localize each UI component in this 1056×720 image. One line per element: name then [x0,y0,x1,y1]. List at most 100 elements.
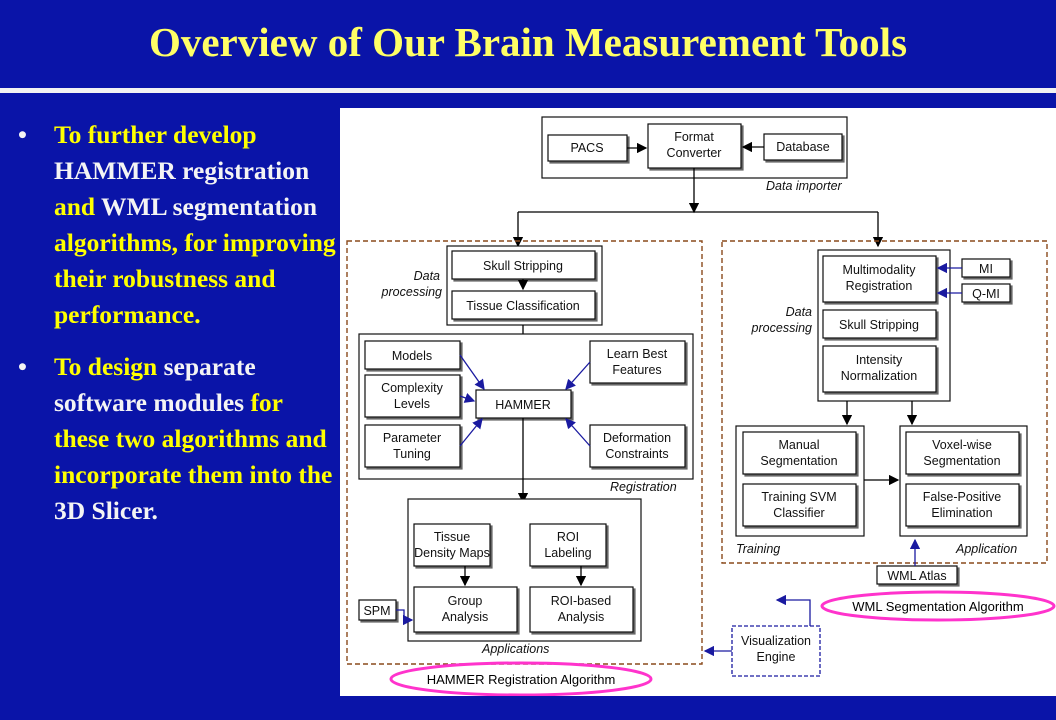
deformation-constraints-label-2: Constraints [605,447,668,461]
voxel-wise-segmentation-label-1: Voxel-wise [932,438,992,452]
roi-labeling-box [529,523,607,567]
false-positive-elimination-label-2: Elimination [931,506,992,520]
mi-label: MI [979,262,993,276]
parameter-tuning-box [364,424,461,468]
pacs-label: PACS [570,141,603,155]
wml-data-processing-label-2: processing [751,321,812,335]
tissue-density-maps-box [413,523,491,567]
arrow-spm-to-group [396,609,414,626]
parameter-tuning-label-1: Parameter [383,431,441,445]
bullet-text-segment: 3D Slicer. [54,496,158,525]
hammer-label: HAMMER [495,398,551,412]
training-label: Training [736,542,780,556]
wml-algorithm-label: WML Segmentation Algorithm [852,599,1023,614]
application-label: Application [955,542,1017,556]
architecture-diagram: PACS Format Converter Database Data impo… [340,108,1056,696]
tissue-classification-label: Tissue Classification [466,299,580,313]
bullet-text-segment: algorithms, for improving their robustne… [54,228,336,329]
arrow-models-to-hammer [459,354,485,391]
roi-based-analysis-label-2: Analysis [558,610,605,624]
manual-segmentation-label-1: Manual [779,438,820,452]
bullet-text-segment: To further develop [54,120,257,149]
bullet-text-segment: WML segmentation [101,192,318,221]
visualization-engine-label-2: Engine [757,650,796,664]
visualization-engine-box [731,625,821,677]
hammer-data-processing-label-1: Data [414,269,440,283]
wml-skull-stripping-box [822,309,937,339]
multimodality-registration-label-2: Registration [846,279,913,293]
intensity-normalization-label-2: Normalization [841,369,917,383]
arrow-vis-to-wml [775,594,811,626]
roi-labeling-label-2: Labeling [544,546,591,560]
manual-segmentation-label-2: Segmentation [760,454,837,468]
group-analysis-label-2: Analysis [442,610,489,624]
database-box [763,133,843,161]
training-svm-classifier-label-2: Classifier [773,506,824,520]
tissue-density-maps-label-1: Tissue [434,530,470,544]
learn-best-features-label-2: Features [612,363,661,377]
multimodality-registration-box [822,255,937,303]
bullet-item: To design separate software modules for … [18,349,336,529]
parameter-tuning-label-2: Tuning [393,447,431,461]
voxel-wise-segmentation-box [905,431,1020,475]
training-svm-classifier-box [742,483,857,527]
manual-segmentation-box [742,431,857,475]
wml-data-processing-label-1: Data [786,305,812,319]
arrow-complexity-to-hammer [459,393,476,403]
models-label: Models [392,349,432,363]
bullet-text-segment: separate software modules [54,352,256,417]
bullet-text-segment: and [54,192,102,221]
intensity-normalization-label-1: Intensity [856,353,903,367]
wml-panel [721,240,1048,564]
format-converter-label-2: Converter [667,146,722,160]
visualization-engine-label-1: Visualization [741,634,811,648]
wml-atlas-label: WML Atlas [887,569,946,583]
hammer-algorithm-highlight [389,661,653,696]
spm-label: SPM [363,604,390,618]
bullet-text-segment: To design [54,352,164,381]
registration-label: Registration [610,480,677,494]
intensity-normalization-box [822,345,937,393]
deformation-constraints-label-1: Deformation [603,431,671,445]
bullet-item: To further develop HAMMER registration a… [18,117,336,333]
complexity-levels-label-2: Levels [394,397,430,411]
hammer-skull-stripping-label: Skull Stripping [483,259,563,273]
applications-label: Applications [481,642,549,656]
arrow-features-to-hammer [565,361,591,390]
hammer-algorithm-label: HAMMER Registration Algorithm [427,672,616,687]
models-box [364,340,461,370]
arrow-deformation-to-hammer [565,418,591,447]
learn-best-features-label-1: Learn Best [607,347,668,361]
multimodality-registration-label-1: Multimodality [843,263,917,277]
roi-labeling-label-1: ROI [557,530,579,544]
bullet-text-segment: for these two algorithms and incorporate… [54,388,333,489]
title-divider [0,88,1056,93]
data-importer-label: Data importer [766,179,843,193]
voxel-wise-segmentation-label-2: Segmentation [923,454,1000,468]
arrow-tuning-to-hammer [459,417,483,447]
database-label: Database [776,140,830,154]
false-positive-elimination-label-1: False-Positive [923,490,1002,504]
hammer-box [475,389,572,419]
complexity-levels-box [364,374,461,418]
roi-based-analysis-label-1: ROI-based [551,594,611,608]
slide-title: Overview of Our Brain Measurement Tools [148,19,908,65]
hammer-skull-stripping-box [451,250,596,280]
training-svm-classifier-label-1: Training SVM [761,490,836,504]
false-positive-elimination-box [905,483,1020,527]
format-converter-label-1: Format [674,130,714,144]
tissue-density-maps-label-2: Density Maps [414,546,490,560]
group-analysis-label-1: Group [448,594,483,608]
complexity-levels-label-1: Complexity [381,381,444,395]
q-mi-label: Q-MI [972,287,1000,301]
hammer-data-processing-label-2: processing [381,285,442,299]
roi-based-analysis-box [529,586,634,633]
learn-best-features-box [589,340,686,384]
bullet-list: To further develop HAMMER registration a… [18,117,336,545]
wml-skull-stripping-label: Skull Stripping [839,318,919,332]
tissue-classification-box [451,290,596,320]
format-converter-box [647,123,742,169]
wml-atlas-box [876,565,958,585]
bullet-text-segment: HAMMER registration [54,156,310,185]
wml-algorithm-highlight [820,590,1056,622]
